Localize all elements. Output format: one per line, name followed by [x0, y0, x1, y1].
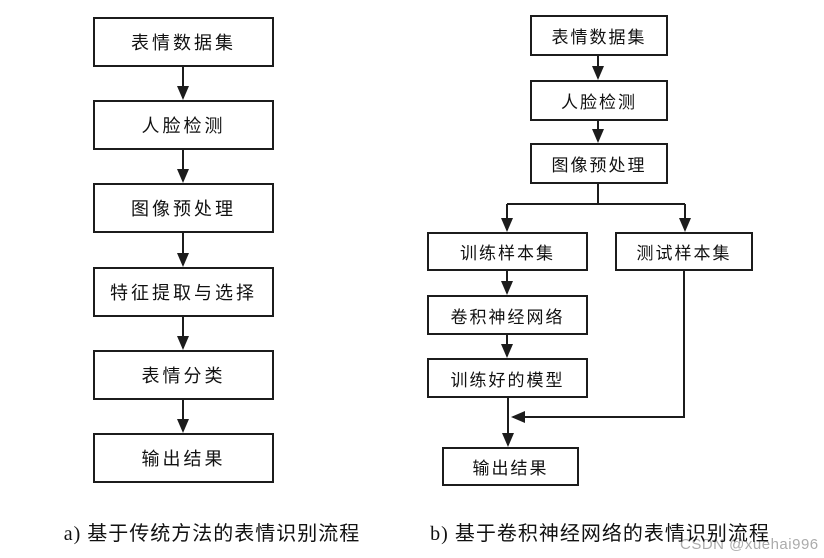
node-b-trained-model: 训练好的模型	[427, 358, 588, 398]
node-a-expression-classification: 表情分类	[93, 350, 274, 400]
node-b-expression-dataset: 表情数据集	[530, 15, 668, 56]
node-b-image-preprocessing: 图像预处理	[530, 143, 668, 184]
node-a-feature-extraction-selection: 特征提取与选择	[93, 267, 274, 317]
node-b-training-sample-set: 训练样本集	[427, 232, 588, 271]
node-a-face-detection: 人脸检测	[93, 100, 274, 150]
node-b-face-detection: 人脸检测	[530, 80, 668, 121]
csdn-watermark: CSDN @xuehai996	[680, 536, 819, 553]
node-a-image-preprocessing: 图像预处理	[93, 183, 274, 233]
caption-flow-a: a) 基于传统方法的表情识别流程	[63, 523, 361, 545]
node-b-output-result: 输出结果	[442, 447, 579, 486]
node-a-output-result: 输出结果	[93, 433, 274, 483]
arrow-b-testset-merge	[511, 271, 685, 423]
connector-b-split	[507, 184, 685, 205]
node-b-test-sample-set: 测试样本集	[615, 232, 753, 271]
caption-flow-b: b) 基于卷积神经网络的表情识别流程	[430, 523, 770, 545]
node-a-expression-dataset: 表情数据集	[93, 17, 274, 67]
node-b-convolutional-neural-network: 卷积神经网络	[427, 295, 588, 335]
